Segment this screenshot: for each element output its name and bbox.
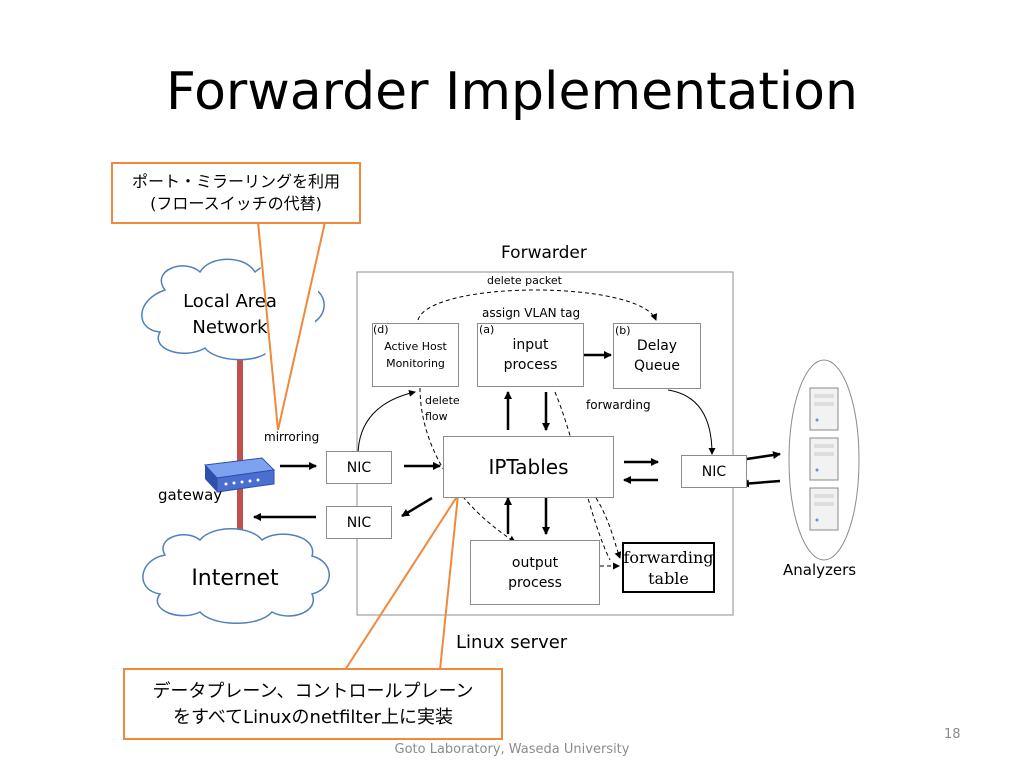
active-host-monitoring-box: Active Host Monitoring xyxy=(372,323,459,387)
forwarding-table-line2: table xyxy=(648,568,689,588)
page-number: 18 xyxy=(944,727,961,742)
linux-server-label: Linux server xyxy=(456,632,568,653)
router-icon xyxy=(203,457,276,493)
gateway-label: gateway xyxy=(158,486,223,504)
input-process-line1: input xyxy=(512,337,549,353)
tag-d: (d) xyxy=(373,323,389,336)
iptables-box: IPTables xyxy=(443,436,614,498)
top-callout: ポート・ミラーリングを利用 (フロースイッチの代替) xyxy=(111,162,361,224)
output-process-line2: process xyxy=(508,574,562,591)
delete-flow-label: delete flow xyxy=(425,393,460,425)
output-process-box: output process xyxy=(470,540,600,605)
active-host-line1: Active Host xyxy=(384,340,447,353)
nic-in-box: NIC xyxy=(326,451,392,484)
server-icon-3 xyxy=(809,487,839,531)
delete-flow-line1: delete xyxy=(425,394,460,407)
footer-text: Goto Laboratory, Waseda University xyxy=(394,742,630,757)
bottom-callout-line2: をすべてLinuxのnetfilter上に実装 xyxy=(173,707,453,728)
iptables-to-table-dashed xyxy=(595,497,622,559)
forwarding-label: forwarding xyxy=(586,398,651,412)
output-process-line1: output xyxy=(511,554,559,571)
active-host-line2: Monitoring xyxy=(386,357,445,370)
internet-label: Internet xyxy=(191,566,279,591)
server-icon-1 xyxy=(809,387,839,431)
lan-label-line2: Network xyxy=(192,317,268,338)
forwarding-curve xyxy=(667,389,716,455)
delete-flow-line2: flow xyxy=(425,410,448,423)
nic-out-box: NIC xyxy=(326,506,392,539)
delete-packet-label: delete packet xyxy=(487,274,562,287)
delay-queue-line1: Delay xyxy=(636,338,678,354)
lan-label-line1: Local Area xyxy=(183,291,277,312)
iptables-to-nic-arrow xyxy=(401,496,433,518)
forwarding-table-line1: forwarding xyxy=(623,547,714,567)
mirroring-label: mirroring xyxy=(264,430,320,444)
top-callout-line1: ポート・ミラーリングを利用 xyxy=(131,172,340,191)
analyzers-label: Analyzers xyxy=(783,561,857,579)
top-callout-line2: (フロースイッチの代替) xyxy=(150,194,322,213)
slide-title: Forwarder Implementation xyxy=(166,62,858,122)
internet-cloud xyxy=(142,528,330,624)
forwarding-table-box: forwarding table xyxy=(622,542,715,593)
tag-b: (b) xyxy=(615,324,631,337)
input-process-box: input process xyxy=(477,323,584,387)
nic-analyzers-box: NIC xyxy=(681,455,747,488)
analyzers-ellipse xyxy=(788,359,860,561)
delete-packet-curve xyxy=(417,289,657,321)
assign-vlan-tag-label: assign VLAN tag xyxy=(482,306,581,320)
input-process-line2: process xyxy=(503,357,558,373)
tag-a: (a) xyxy=(479,323,495,336)
delay-queue-box: Delay Queue xyxy=(613,323,701,389)
nic-to-monitoring-curve xyxy=(357,389,416,457)
bottom-callout-line1: データプレーン、コントロールプレーン xyxy=(152,681,474,702)
delay-queue-line2: Queue xyxy=(634,358,680,374)
forwarder-title: Forwarder xyxy=(501,243,587,263)
analyzers-to-nic-arrow xyxy=(741,479,781,488)
top-callout-pointer xyxy=(257,221,326,440)
linux-server-box xyxy=(356,271,734,616)
bottom-callout: データプレーン、コントロールプレーン をすべてLinuxのnetfilter上に… xyxy=(123,668,503,740)
lan-label: Local Area Network xyxy=(165,289,295,341)
bottom-callout-pointer xyxy=(344,494,459,671)
server-icon-2 xyxy=(809,437,839,481)
